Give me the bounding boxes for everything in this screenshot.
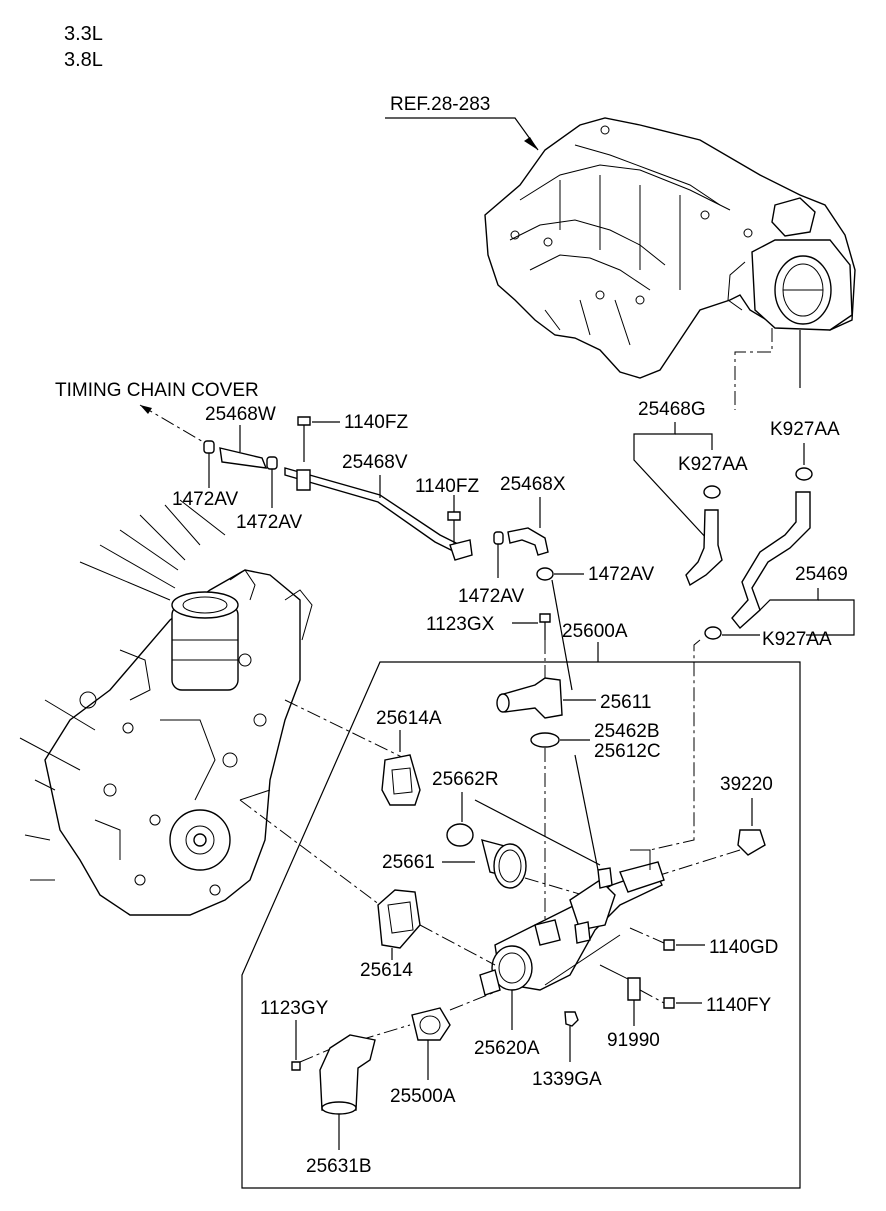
intake-manifold bbox=[484, 117, 856, 410]
timing-chain-arrow bbox=[140, 405, 152, 414]
leader-25614A bbox=[284, 699, 409, 761]
label-25614A: 25614A bbox=[376, 708, 442, 729]
elbow-25631B bbox=[319, 1034, 376, 1111]
label-1140FZ-a: 1140FZ bbox=[344, 412, 408, 433]
assembly-box bbox=[241, 661, 801, 1189]
label-25469: 25469 bbox=[795, 564, 848, 585]
hose-25469 bbox=[731, 491, 811, 630]
label-1140FY: 1140FY bbox=[706, 995, 771, 1016]
label-25662R: 25662R bbox=[432, 769, 499, 790]
bolt-1123GX bbox=[539, 613, 551, 623]
clamp-K927AA-b bbox=[795, 467, 813, 481]
label-1472AV-d: 1472AV bbox=[588, 564, 655, 585]
clamp-1472AV-d bbox=[536, 567, 554, 581]
nut-1339GA bbox=[564, 1011, 579, 1027]
label-25500A: 25500A bbox=[390, 1086, 456, 1107]
clamp-1472AV-a bbox=[203, 440, 215, 454]
label-K927AA-c: K927AA bbox=[762, 629, 832, 650]
label-1123GY: 1123GY bbox=[260, 998, 329, 1019]
clamp-K927AA-c bbox=[704, 626, 722, 640]
thermostat-25500A bbox=[411, 1007, 451, 1041]
oring-25462B bbox=[530, 732, 560, 748]
bolt-1140FZ-b bbox=[447, 511, 461, 521]
label-K927AA-a: K927AA bbox=[678, 454, 748, 475]
label-25611: 25611 bbox=[600, 692, 651, 713]
label-25612C: 25612C bbox=[594, 741, 661, 762]
leader-25614 bbox=[239, 799, 381, 906]
bracket-91990 bbox=[627, 977, 641, 1001]
label-25600A: 25600A bbox=[562, 621, 628, 642]
label-25462B: 25462B bbox=[594, 721, 660, 742]
label-1339GA: 1339GA bbox=[532, 1069, 602, 1090]
label-1472AV-b: 1472AV bbox=[236, 512, 303, 533]
ref-leader bbox=[385, 117, 539, 151]
label-25620A: 25620A bbox=[474, 1038, 540, 1059]
bolt-1140FY bbox=[663, 997, 675, 1009]
bolt-1140FZ-a bbox=[297, 416, 311, 426]
hose-25468X bbox=[507, 527, 549, 556]
label-25468X: 25468X bbox=[500, 474, 566, 495]
seal-25662R bbox=[446, 823, 474, 847]
label-1472AV-a: 1472AV bbox=[172, 489, 239, 510]
label-25468V: 25468V bbox=[342, 452, 408, 473]
hose-25468G bbox=[685, 509, 723, 587]
label-39220: 39220 bbox=[720, 774, 773, 795]
bolt-1123GY bbox=[291, 1061, 301, 1071]
clamp-1472AV-b bbox=[266, 456, 278, 470]
sensor-39220 bbox=[737, 829, 766, 856]
ref-label: REF.28-283 bbox=[390, 94, 490, 115]
label-25631B: 25631B bbox=[306, 1156, 372, 1177]
label-1140GD: 1140GD bbox=[709, 937, 778, 958]
label-25661: 25661 bbox=[382, 852, 435, 873]
gasket-25614A bbox=[381, 754, 421, 806]
label-1123GX: 1123GX bbox=[426, 614, 495, 635]
label-K927AA-b: K927AA bbox=[770, 419, 840, 440]
timing-chain-cover-label: TIMING CHAIN COVER bbox=[55, 380, 259, 401]
clamp-1472AV-c bbox=[493, 531, 504, 545]
fitting-25611 bbox=[499, 677, 563, 719]
label-25468W: 25468W bbox=[205, 404, 276, 425]
variant-3-3l: 3.3L bbox=[64, 23, 103, 45]
timing-chain-leader bbox=[139, 404, 206, 444]
ref-arrow bbox=[524, 137, 538, 150]
clamp-K927AA-a bbox=[703, 485, 721, 499]
label-25614: 25614 bbox=[360, 960, 413, 981]
label-91990: 91990 bbox=[607, 1030, 660, 1051]
hose-25468W bbox=[219, 447, 268, 469]
label-1140FZ-b: 1140FZ bbox=[415, 476, 479, 497]
water-pipe-25600A bbox=[479, 849, 665, 996]
label-25468G: 25468G bbox=[638, 399, 706, 420]
variant-3-8l: 3.8L bbox=[64, 49, 103, 71]
engine-block bbox=[19, 499, 313, 916]
gasket-25614 bbox=[377, 889, 421, 949]
label-1472AV-c: 1472AV bbox=[458, 586, 525, 607]
bolt-1140GD bbox=[663, 939, 675, 951]
